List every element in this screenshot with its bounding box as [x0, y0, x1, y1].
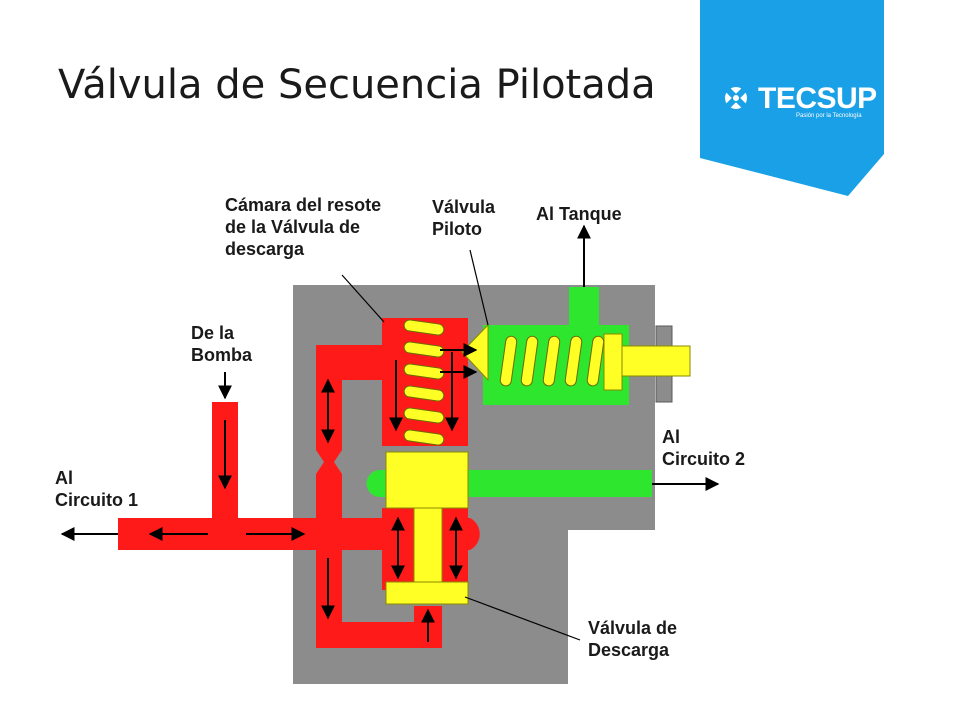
label-unload-valve: Válvula de Descarga	[588, 618, 678, 660]
label-pump: De la Bomba	[191, 323, 253, 365]
leader-lines	[341, 249, 581, 641]
label-chamber: Cámara del resote de la Válvula de desca…	[225, 195, 382, 259]
label-tank: Al Tanque	[536, 204, 622, 224]
unload-valve-spool	[385, 451, 469, 509]
pilot-spring	[499, 335, 605, 387]
label-circuit-2: Al Circuito 2	[662, 427, 746, 469]
unload-valve-base	[385, 581, 469, 605]
brand-name: TECSUP	[758, 82, 877, 115]
tecsup-logo-icon	[723, 85, 749, 111]
label-circuit-1: Al Circuito 1	[55, 468, 139, 510]
brand-badge	[700, 0, 884, 196]
slide-title: Válvula de Secuencia Pilotada	[58, 62, 656, 108]
chamber-spring	[403, 319, 445, 446]
brand-tagline: Pasión por la Tecnología	[796, 113, 862, 119]
label-pilot-valve: Válvula Piloto	[432, 197, 496, 239]
flow-arrows	[60, 224, 720, 642]
